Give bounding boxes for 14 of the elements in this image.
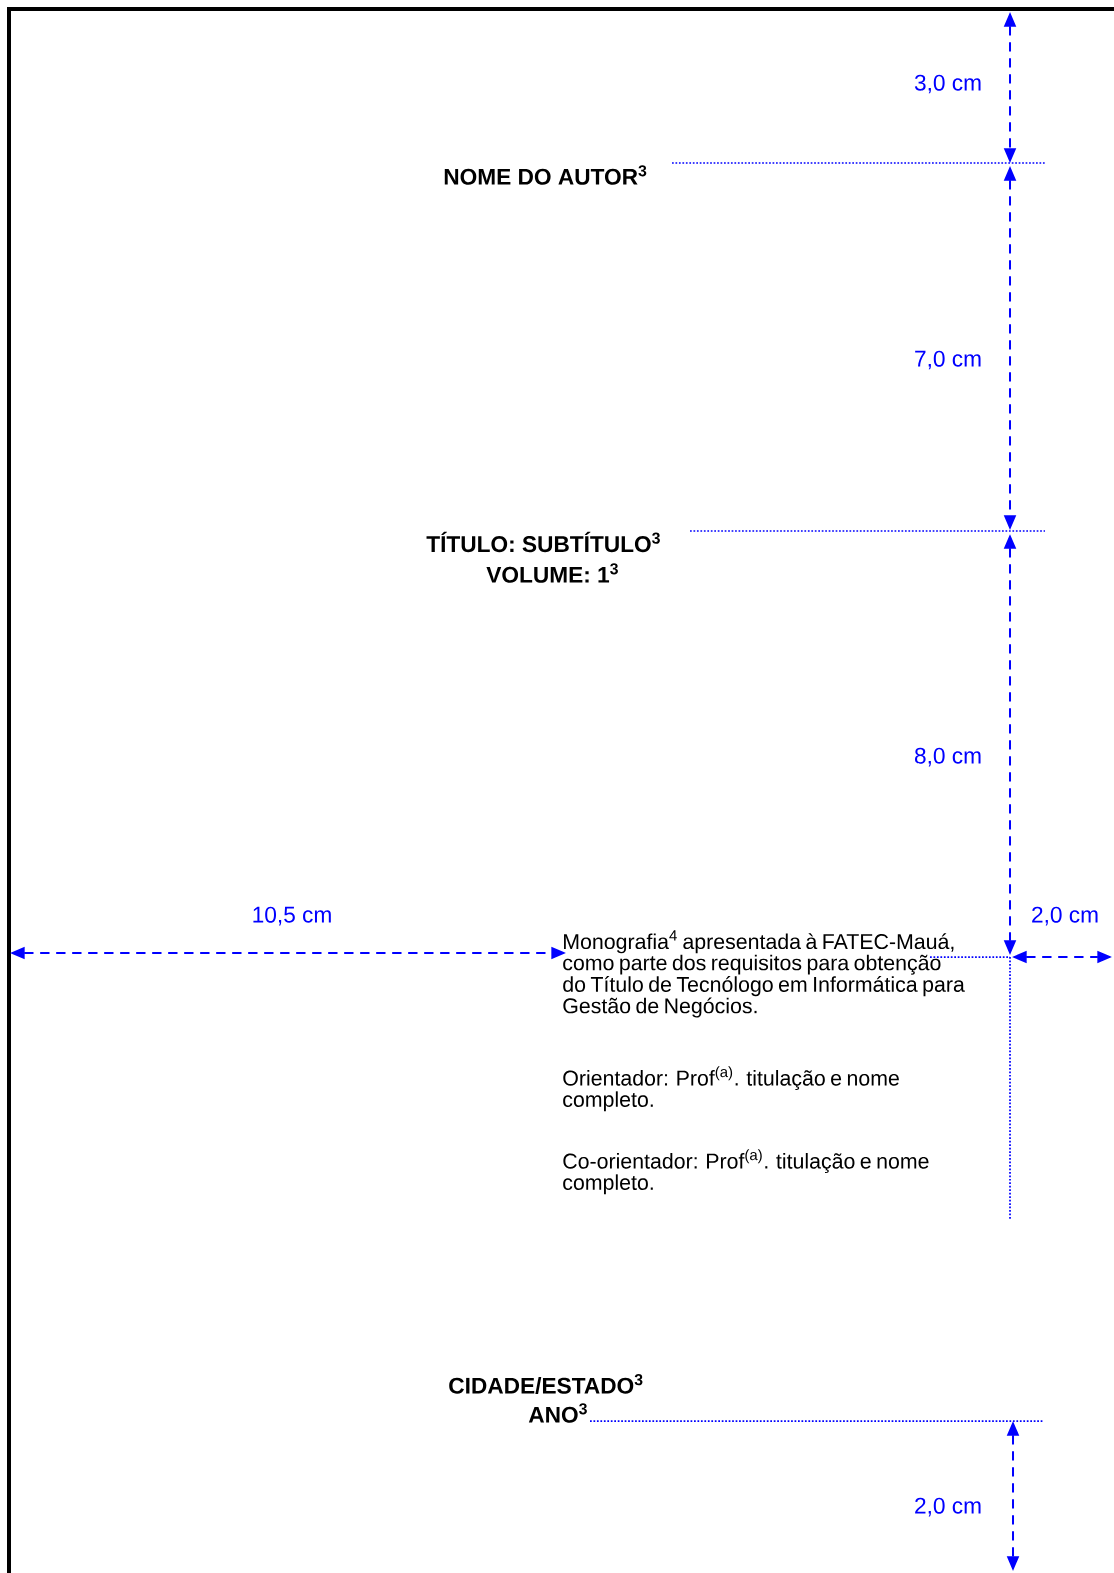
heading-text: CIDADE/ESTADO$^{3}$ (449, 1374, 643, 1394)
dimension-label: 2,0 cm (1032, 906, 1098, 926)
dimension-label: 7,0 cm (915, 350, 981, 370)
paragraph-text: Monografia$^{4}$ apresentada à FATEC-Mauá, como parte dos requisitos para obtenção do Título de Tecnólogo em Informática para Gestão de Negócios. (563, 930, 965, 1018)
dimension-label: 3,0 cm (914, 74, 981, 94)
heading-text: VOLUME: 1$^{3}$ (486, 563, 618, 583)
heading-text: TÍTULO: SUBTÍTULO$^{3}$ (426, 531, 660, 553)
dimension-label: 10,5 cm (253, 906, 331, 926)
heading-text: ANO$^{3}$ (528, 1403, 587, 1423)
dimension-label: 2,0 cm (915, 1497, 981, 1517)
dimension-label: 8,0 cm (915, 747, 981, 767)
paragraph-text: Orientador: Prof$^{(a)}$. titulação e nome completo. (563, 1066, 899, 1112)
heading-text: NOME DO AUTOR$^{3}$ (444, 165, 647, 185)
paragraph-text: Co-orientador: Prof$^{(a)}$. titulação e nome completo. (563, 1149, 929, 1195)
